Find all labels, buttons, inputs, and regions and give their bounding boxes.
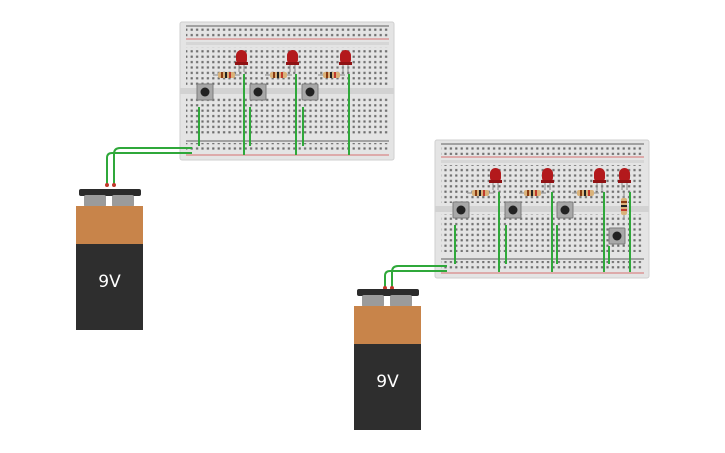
resistor-left-3[interactable] bbox=[318, 72, 345, 78]
led-right-3[interactable] bbox=[593, 168, 606, 190]
led-right-2[interactable] bbox=[541, 168, 554, 190]
resistor-left-1[interactable] bbox=[213, 72, 240, 78]
led-right-1[interactable] bbox=[489, 168, 502, 190]
led-left-1[interactable] bbox=[235, 50, 248, 72]
pushbutton-right-3[interactable] bbox=[556, 201, 574, 219]
battery-wires-right[interactable] bbox=[384, 265, 447, 287]
led-right-4[interactable] bbox=[618, 168, 631, 190]
resistor-right-4[interactable] bbox=[621, 193, 627, 220]
led-left-2[interactable] bbox=[286, 50, 299, 72]
pushbutton-left-2[interactable] bbox=[249, 83, 267, 101]
resistor-right-2[interactable] bbox=[519, 190, 546, 196]
battery-left[interactable]: 9V bbox=[76, 189, 143, 330]
resistor-left-2[interactable] bbox=[265, 72, 292, 78]
jumper-wires-right[interactable] bbox=[454, 192, 631, 272]
resistor-right-3[interactable] bbox=[572, 190, 599, 196]
pushbutton-left-1[interactable] bbox=[196, 83, 214, 101]
pushbutton-right-2[interactable] bbox=[504, 201, 522, 219]
pushbutton-right-1[interactable] bbox=[452, 201, 470, 219]
pushbutton-left-3[interactable] bbox=[301, 83, 319, 101]
battery-left-label: 9V bbox=[98, 272, 121, 292]
resistor-right-1[interactable] bbox=[467, 190, 494, 196]
battery-right[interactable]: 9V bbox=[354, 289, 421, 430]
battery-wires-left[interactable] bbox=[106, 147, 192, 184]
battery-right-label: 9V bbox=[376, 372, 399, 392]
jumper-wires-left[interactable] bbox=[198, 74, 350, 155]
pushbutton-right-4[interactable] bbox=[608, 227, 626, 245]
led-left-3[interactable] bbox=[339, 50, 352, 72]
